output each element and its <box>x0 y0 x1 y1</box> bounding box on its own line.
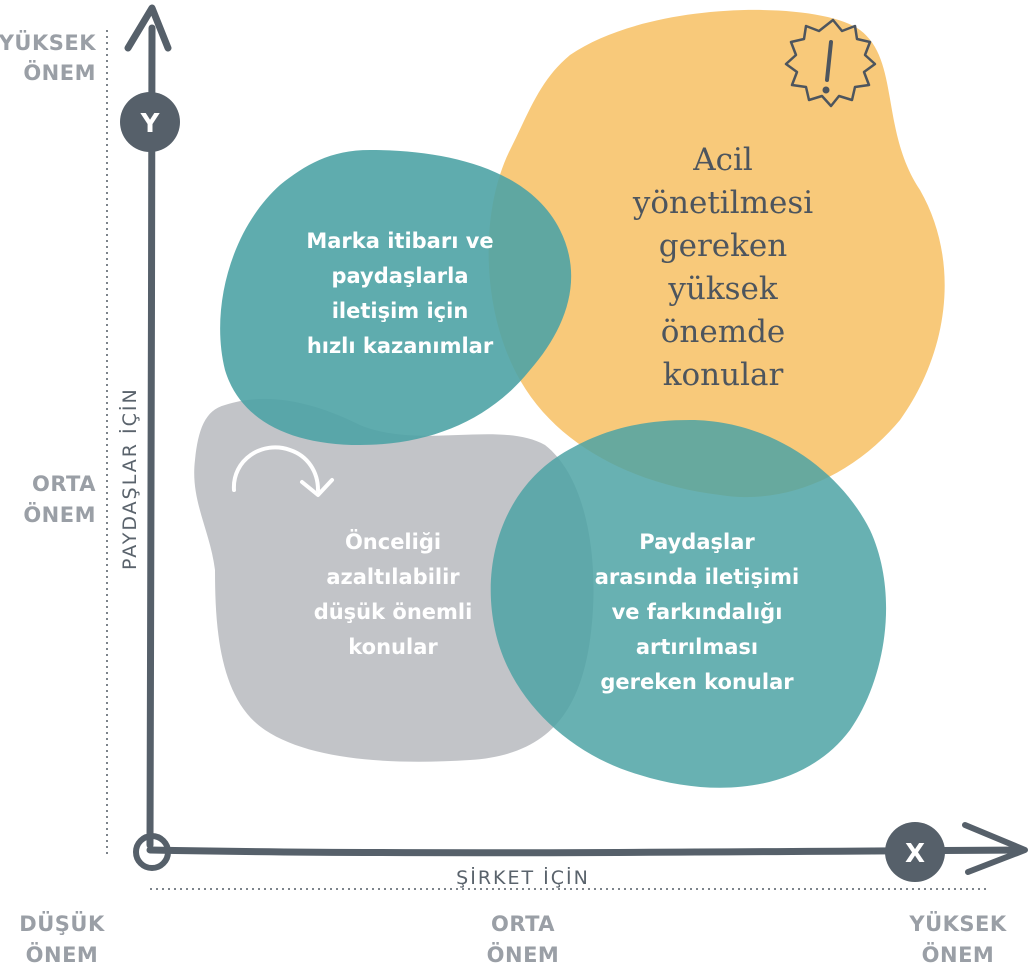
y-level-high-line1: YÜKSEK <box>0 30 96 55</box>
urgent-line: konular <box>663 357 784 393</box>
urgent-line: gereken <box>659 228 787 264</box>
y-level-mid-line2: ÖNEM <box>23 502 96 527</box>
origin-loop-icon <box>133 833 171 871</box>
quick-wins-label: Marka itibarı ve paydaşlarla iletişim iç… <box>306 229 493 358</box>
quick-wins-line: Marka itibarı ve <box>306 229 493 253</box>
quick-wins-line: paydaşlarla <box>331 264 468 288</box>
x-axis <box>146 822 1028 875</box>
urgent-issues-label: Acil yönetilmesi gereken yüksek önemde k… <box>632 142 813 393</box>
y-level-mid-line1: ORTA <box>32 472 96 496</box>
communication-line: ve farkındalığı <box>612 600 783 624</box>
low-priority-label: Önceliği azaltılabilir düşük önemli konu… <box>314 529 473 659</box>
communication-blob <box>490 420 887 788</box>
communication-line: arasında iletişimi <box>595 565 800 589</box>
y-level-high-line2: ÖNEM <box>23 60 96 85</box>
quick-wins-line: hızlı kazanımlar <box>307 334 494 358</box>
low-priority-blob <box>194 398 594 762</box>
urgent-line: yüksek <box>667 271 778 307</box>
urgent-line: yönetilmesi <box>632 185 813 221</box>
low-priority-line: Önceliği <box>345 529 441 554</box>
low-priority-line: konular <box>348 635 438 659</box>
quick-wins-line: iletişim için <box>332 299 469 323</box>
x-badge: X <box>885 822 945 882</box>
warning-burst-icon <box>784 18 877 108</box>
communication-line: gereken konular <box>600 670 794 694</box>
x-level-mid-line1: ORTA <box>491 912 555 936</box>
low-priority-line: azaltılabilir <box>326 565 460 589</box>
urgent-issues-blob <box>488 9 945 498</box>
x-level-low-line2: ÖNEM <box>26 942 99 967</box>
y-badge-label: Y <box>140 109 161 139</box>
x-level-high-line2: ÖNEM <box>922 942 995 967</box>
x-level-mid-line2: ÖNEM <box>487 942 560 967</box>
urgent-line: önemde <box>661 314 786 350</box>
quick-wins-blob <box>220 150 572 445</box>
y-axis-title: PAYDAŞLAR İÇİN <box>118 387 141 570</box>
x-badge-label: X <box>905 839 925 869</box>
urgent-line: Acil <box>692 142 753 178</box>
x-axis-title: ŞİRKET İÇİN <box>456 866 590 889</box>
communication-label: Paydaşlar arasında iletişimi ve farkında… <box>595 530 800 694</box>
x-level-low-line1: DÜŞÜK <box>19 911 105 936</box>
low-priority-line: düşük önemli <box>314 600 473 624</box>
communication-line: Paydaşlar <box>639 530 755 554</box>
rotate-arrow-icon <box>231 445 334 497</box>
y-badge: Y <box>120 92 180 152</box>
x-level-high-line1: YÜKSEK <box>908 911 1007 936</box>
communication-line: artırılması <box>636 635 758 659</box>
